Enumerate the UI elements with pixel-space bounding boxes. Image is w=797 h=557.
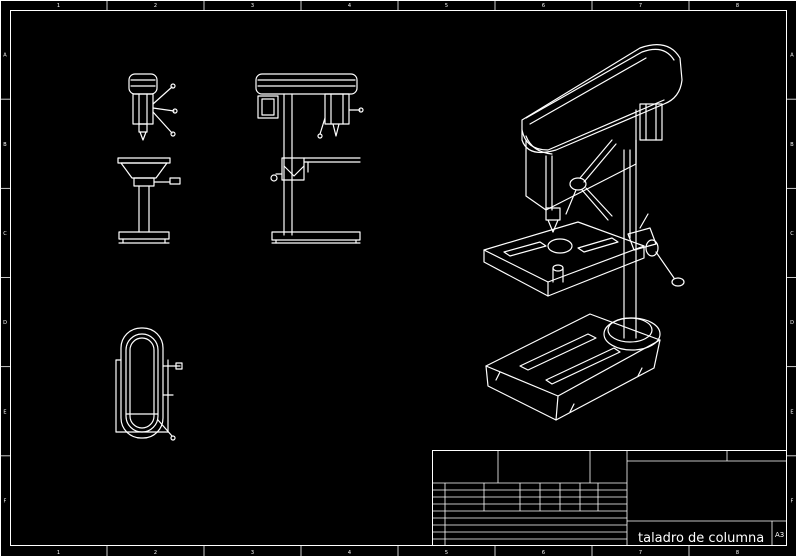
zone-row-label: C	[3, 231, 7, 237]
top-view	[115, 327, 183, 441]
zone-column-label: 7	[639, 3, 642, 9]
sheet-size: A3	[775, 531, 784, 539]
zone-column-label: 7	[639, 550, 642, 556]
zone-column-label: 6	[542, 3, 545, 9]
title-block-table-grid	[432, 483, 627, 546]
zone-row-label: E	[790, 409, 793, 415]
zone-row-label: D	[790, 320, 794, 326]
zone-column-label: 3	[251, 3, 254, 9]
zone-column-label: 6	[542, 550, 545, 556]
zone-row-label: A	[790, 53, 794, 59]
zone-row-label: A	[3, 53, 7, 59]
zone-column-label: 4	[348, 550, 351, 556]
drawing-title: taladro de columna	[638, 531, 764, 546]
front-view	[117, 73, 181, 244]
zone-column-label: 1	[57, 550, 60, 556]
zone-row-label: C	[790, 231, 794, 237]
zone-column-label: 2	[154, 550, 157, 556]
zone-column-label: 1	[57, 3, 60, 9]
zone-column-label: 8	[736, 3, 739, 9]
zone-column-label: 4	[348, 3, 351, 9]
zone-column-label: 2	[154, 3, 157, 9]
zone-row-label: F	[791, 498, 794, 504]
zone-column-label: 5	[445, 550, 448, 556]
zone-row-label: B	[790, 142, 794, 148]
zone-column-label: 8	[736, 550, 739, 556]
zone-column-label: 3	[251, 550, 254, 556]
zone-row-label: E	[3, 409, 6, 415]
zone-column-label: 5	[445, 3, 448, 9]
zone-row-label: D	[3, 320, 7, 326]
zone-row-label: B	[3, 142, 7, 148]
side-view	[255, 73, 364, 244]
title-block: taladro de columna A3	[432, 450, 787, 546]
zone-row-label: F	[4, 498, 7, 504]
isometric-view	[483, 44, 685, 421]
